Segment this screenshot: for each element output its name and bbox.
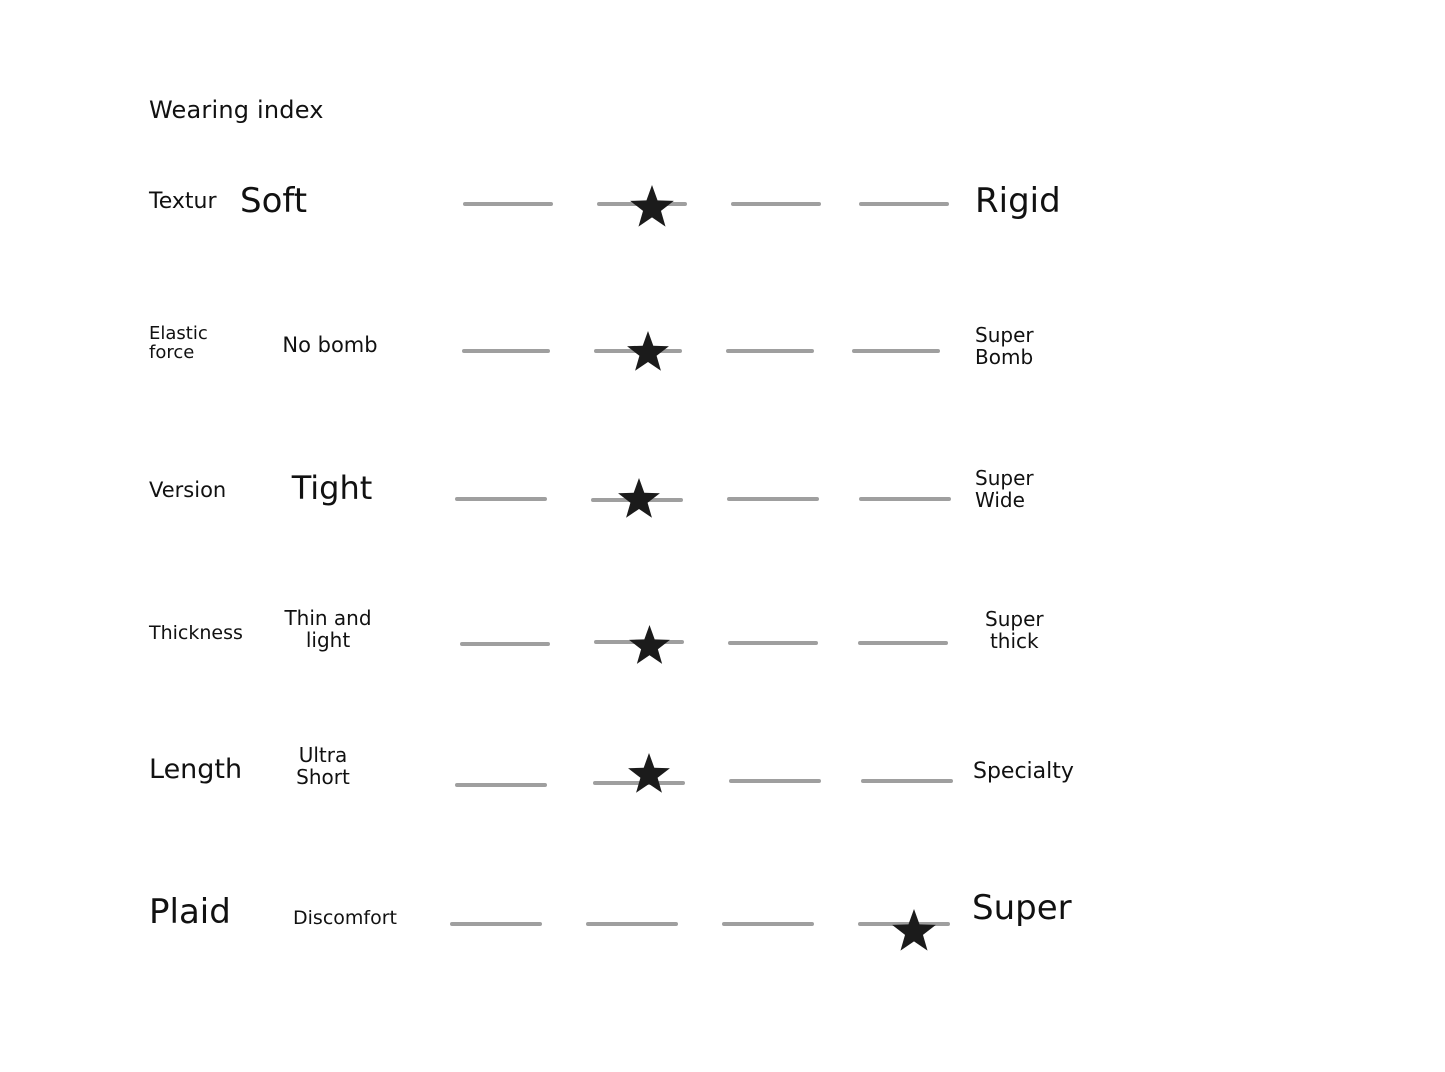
rating-segment[interactable]: [586, 922, 678, 926]
rating-segment[interactable]: [729, 779, 821, 783]
pole-label-low: Soft: [240, 181, 308, 221]
pole-label-high: Super Wide: [975, 466, 1034, 512]
star-icon[interactable]: [627, 753, 671, 797]
star-icon[interactable]: [628, 624, 671, 668]
pole-label-high: Super Bomb: [975, 323, 1034, 369]
rating-segment[interactable]: [728, 641, 818, 645]
pole-label-low: Discomfort: [293, 907, 397, 929]
rating-segment[interactable]: [462, 349, 550, 353]
rating-segment[interactable]: [859, 497, 951, 501]
attribute-label: Version: [149, 478, 227, 502]
star-icon[interactable]: [629, 185, 675, 231]
attribute-label: Textur: [149, 189, 217, 215]
pole-label-low: Ultra Short: [296, 743, 350, 789]
pole-label-high: Super: [972, 888, 1072, 928]
star-icon[interactable]: [617, 478, 661, 522]
rating-segment[interactable]: [722, 922, 814, 926]
rating-segment[interactable]: [858, 922, 950, 926]
rating-segment[interactable]: [460, 642, 550, 646]
pole-label-high: Specialty: [973, 759, 1074, 784]
attribute-label: Elastic force: [149, 323, 208, 363]
rating-segment[interactable]: [858, 641, 948, 645]
page-title: Wearing index: [149, 96, 324, 124]
pole-label-high: Rigid: [975, 181, 1061, 221]
pole-label-low: Thin and light: [284, 606, 372, 652]
rating-segment[interactable]: [852, 349, 940, 353]
rating-segment[interactable]: [726, 349, 814, 353]
star-icon[interactable]: [891, 909, 937, 955]
rating-segment[interactable]: [861, 779, 953, 783]
rating-segment[interactable]: [455, 497, 547, 501]
attribute-label: Plaid: [149, 892, 231, 932]
rating-segment[interactable]: [463, 202, 553, 206]
rating-segment[interactable]: [731, 202, 821, 206]
attribute-label: Thickness: [149, 622, 243, 644]
pole-label-low: No bomb: [282, 333, 378, 357]
rating-segment[interactable]: [727, 497, 819, 501]
pole-label-high: Super thick: [985, 607, 1044, 653]
star-icon[interactable]: [626, 331, 670, 375]
rating-segment[interactable]: [450, 922, 542, 926]
rating-segment[interactable]: [859, 202, 949, 206]
attribute-label: Length: [149, 754, 243, 785]
rating-segment[interactable]: [455, 783, 547, 787]
pole-label-low: Tight: [291, 469, 373, 507]
